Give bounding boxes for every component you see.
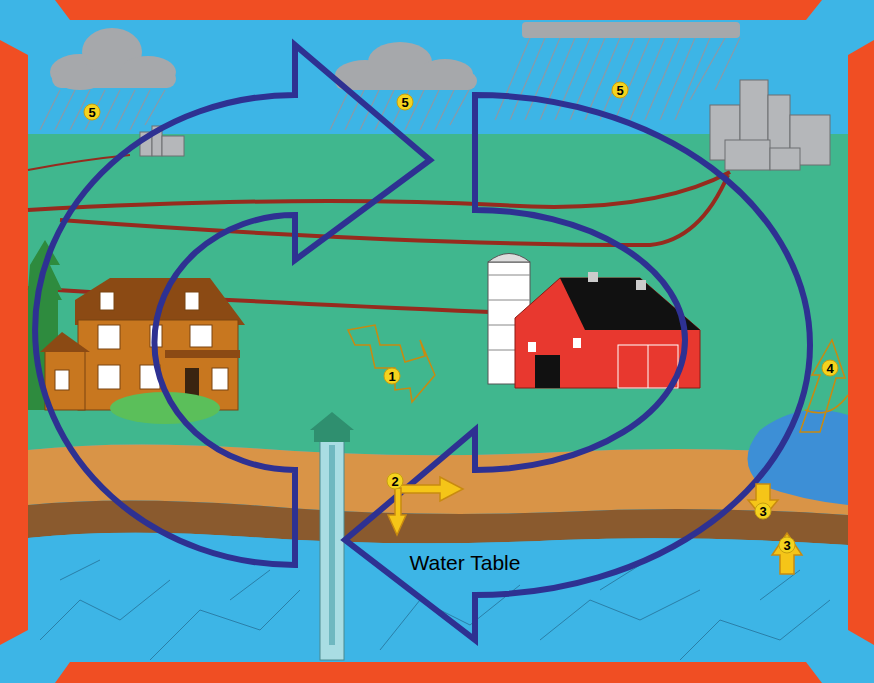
frame-left: [0, 40, 28, 645]
house: [28, 240, 245, 424]
building: [770, 148, 800, 170]
window: [190, 325, 212, 347]
callout-circle: [822, 360, 838, 376]
barn-door: [618, 345, 678, 388]
callout-circle: [612, 82, 628, 98]
callout-circles: [84, 82, 838, 553]
farm: [488, 254, 700, 389]
cloud: [522, 22, 740, 38]
callout-number: 3: [759, 505, 766, 518]
infiltration-arrow: [348, 325, 435, 402]
cycle-arrow: [345, 95, 810, 640]
callout-circle: [384, 368, 400, 384]
recharge-arrow: [748, 484, 778, 518]
window: [55, 370, 69, 390]
rain-lines: [40, 90, 165, 130]
building: [725, 140, 770, 170]
vent: [636, 280, 646, 290]
barn-door-line: [648, 345, 649, 388]
water-table-label: Water Table: [410, 552, 521, 573]
crack: [680, 600, 830, 660]
discharge-arrow: [772, 533, 802, 574]
frame-bottom: [55, 662, 822, 683]
process-arrows: [348, 325, 848, 574]
window: [528, 342, 536, 352]
callout-number: 4: [826, 362, 833, 375]
rain-lines: [495, 38, 740, 120]
callout-circle: [755, 503, 771, 519]
roof: [40, 332, 90, 352]
silo-cap: [488, 254, 530, 263]
clouds-and-rain: [40, 22, 740, 130]
window: [100, 292, 114, 310]
vent: [588, 272, 598, 282]
flow-arrow: [388, 488, 406, 535]
ground: [28, 134, 848, 683]
callout-circle: [779, 537, 795, 553]
crack: [150, 590, 300, 660]
crack: [540, 590, 700, 640]
evaporation-arrow: [800, 340, 848, 432]
water-cycle-arrows: [35, 45, 810, 640]
window: [98, 365, 120, 389]
cloud-base: [335, 72, 477, 90]
window: [98, 325, 120, 349]
porch-roof: [165, 350, 240, 358]
barn-door: [535, 355, 560, 388]
cloud: [50, 28, 176, 90]
building: [162, 136, 184, 156]
window: [212, 368, 228, 390]
crack: [40, 580, 170, 640]
frame-top: [55, 0, 822, 20]
window: [185, 292, 199, 310]
rain: [40, 38, 740, 130]
well-pipe-inner: [329, 445, 335, 645]
callout-number: 5: [401, 96, 408, 109]
cycle-arrow: [35, 45, 430, 565]
house-wing: [45, 350, 85, 410]
river: [28, 172, 730, 210]
callout-number: 1: [388, 370, 395, 383]
windows: [55, 292, 228, 390]
cloud-base: [52, 70, 176, 88]
callout-circle: [387, 473, 403, 489]
cloud: [335, 42, 477, 90]
callout-number: 2: [391, 475, 398, 488]
callout-number: 5: [616, 84, 623, 97]
well-cap: [314, 428, 350, 442]
well-pipe: [320, 430, 344, 660]
callout-circle: [84, 104, 100, 120]
flow-arrow: [395, 477, 463, 501]
callout-circle: [397, 94, 413, 110]
frame-right: [848, 40, 874, 645]
window: [573, 338, 581, 348]
callout-number: 5: [88, 106, 95, 119]
well-cap: [310, 412, 354, 430]
callout-number: 3: [783, 539, 790, 552]
